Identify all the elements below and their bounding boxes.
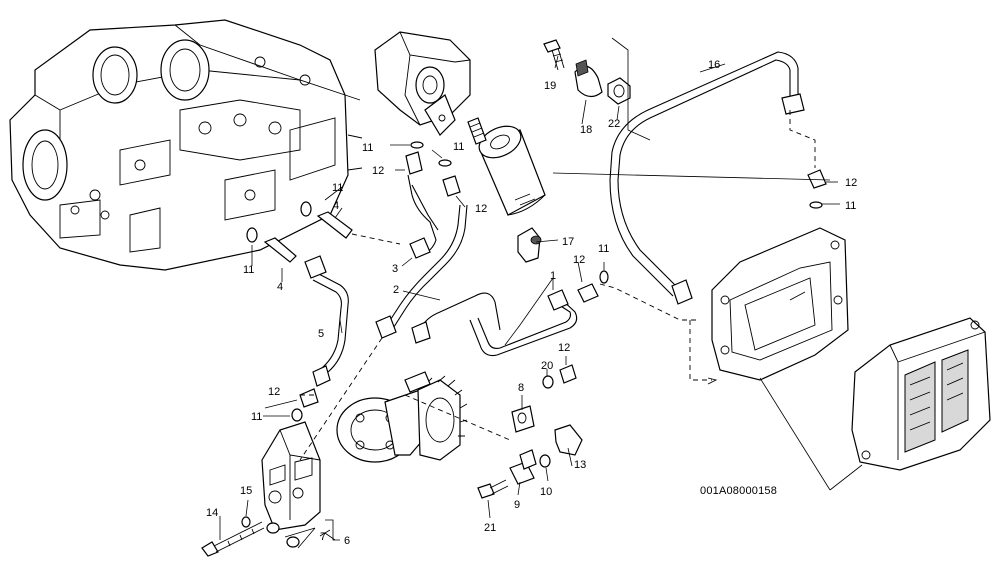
callout-11-c: 11 [332, 182, 343, 194]
callout-9: 9 [514, 499, 520, 511]
leader-lines [219, 37, 863, 549]
drawing-reference-code: 001A08000158 [700, 485, 777, 497]
part-20-washer [542, 375, 554, 389]
ecu-housing [711, 227, 849, 381]
callout-11-g: 11 [251, 411, 262, 423]
part-10-washer [539, 454, 551, 468]
callout-16: 16 [708, 59, 720, 71]
callout-20: 20 [541, 360, 553, 372]
fuel-filter-assembly [374, 31, 546, 216]
part-15-washer [241, 516, 251, 528]
part-22-nut [607, 77, 631, 105]
callout-12-c: 12 [573, 254, 585, 266]
callout-19: 19 [544, 80, 556, 92]
callout-12-d: 12 [845, 177, 857, 189]
part-4-bolts [263, 211, 353, 263]
callout-4-upper: 4 [333, 200, 339, 212]
pipe-1 [469, 297, 578, 357]
callout-18: 18 [580, 124, 592, 136]
part-14-bolt [201, 521, 265, 557]
washers-11 [246, 141, 823, 422]
engine-block [9, 19, 363, 271]
callout-14: 14 [206, 507, 218, 519]
pipe-5 [304, 255, 349, 387]
pipe-16 [609, 51, 805, 305]
callout-6: 6 [344, 535, 350, 547]
part-19-bolt [543, 39, 565, 71]
callout-8: 8 [518, 382, 524, 394]
callout-2: 2 [393, 284, 399, 296]
callout-22: 22 [608, 118, 620, 130]
callout-1: 1 [550, 270, 556, 282]
part-13-elbow [554, 424, 583, 456]
pipe-3 [407, 174, 437, 259]
part-21-bolt [477, 479, 509, 499]
callout-11-e: 11 [598, 243, 609, 255]
part-7-plugs [266, 522, 300, 548]
part-17-clip [517, 227, 542, 263]
callout-4-lower: 4 [277, 281, 283, 293]
callout-12-f: 12 [268, 386, 280, 398]
connection-lines [299, 110, 816, 461]
callout-13: 13 [574, 459, 586, 471]
part-18-clamp [574, 59, 603, 98]
callout-17: 17 [562, 236, 574, 248]
callout-12-a: 12 [372, 165, 384, 177]
part-8-banjo [511, 405, 535, 433]
callout-11-a: 11 [362, 142, 373, 154]
ecu-module [851, 317, 991, 471]
injection-pump [336, 371, 468, 463]
callout-11-b: 11 [453, 141, 464, 153]
callout-labels: 1 2 3 4 4 5 6 7 8 9 10 11 11 11 11 11 11… [206, 59, 857, 547]
banjo-fittings-12 [299, 151, 827, 408]
callout-12-b: 12 [475, 203, 487, 215]
callout-7: 7 [320, 531, 326, 543]
callout-12-e: 12 [558, 342, 570, 354]
part-9-fitting [509, 449, 537, 485]
pipe-fittings [375, 289, 569, 344]
pump-bracket [261, 421, 321, 531]
callout-15: 15 [240, 485, 252, 497]
callout-11-f: 11 [845, 200, 856, 212]
callout-21: 21 [484, 522, 496, 534]
callout-10: 10 [540, 486, 552, 498]
callout-5: 5 [318, 328, 324, 340]
callout-11-d: 11 [243, 264, 254, 276]
callout-3: 3 [392, 263, 398, 275]
